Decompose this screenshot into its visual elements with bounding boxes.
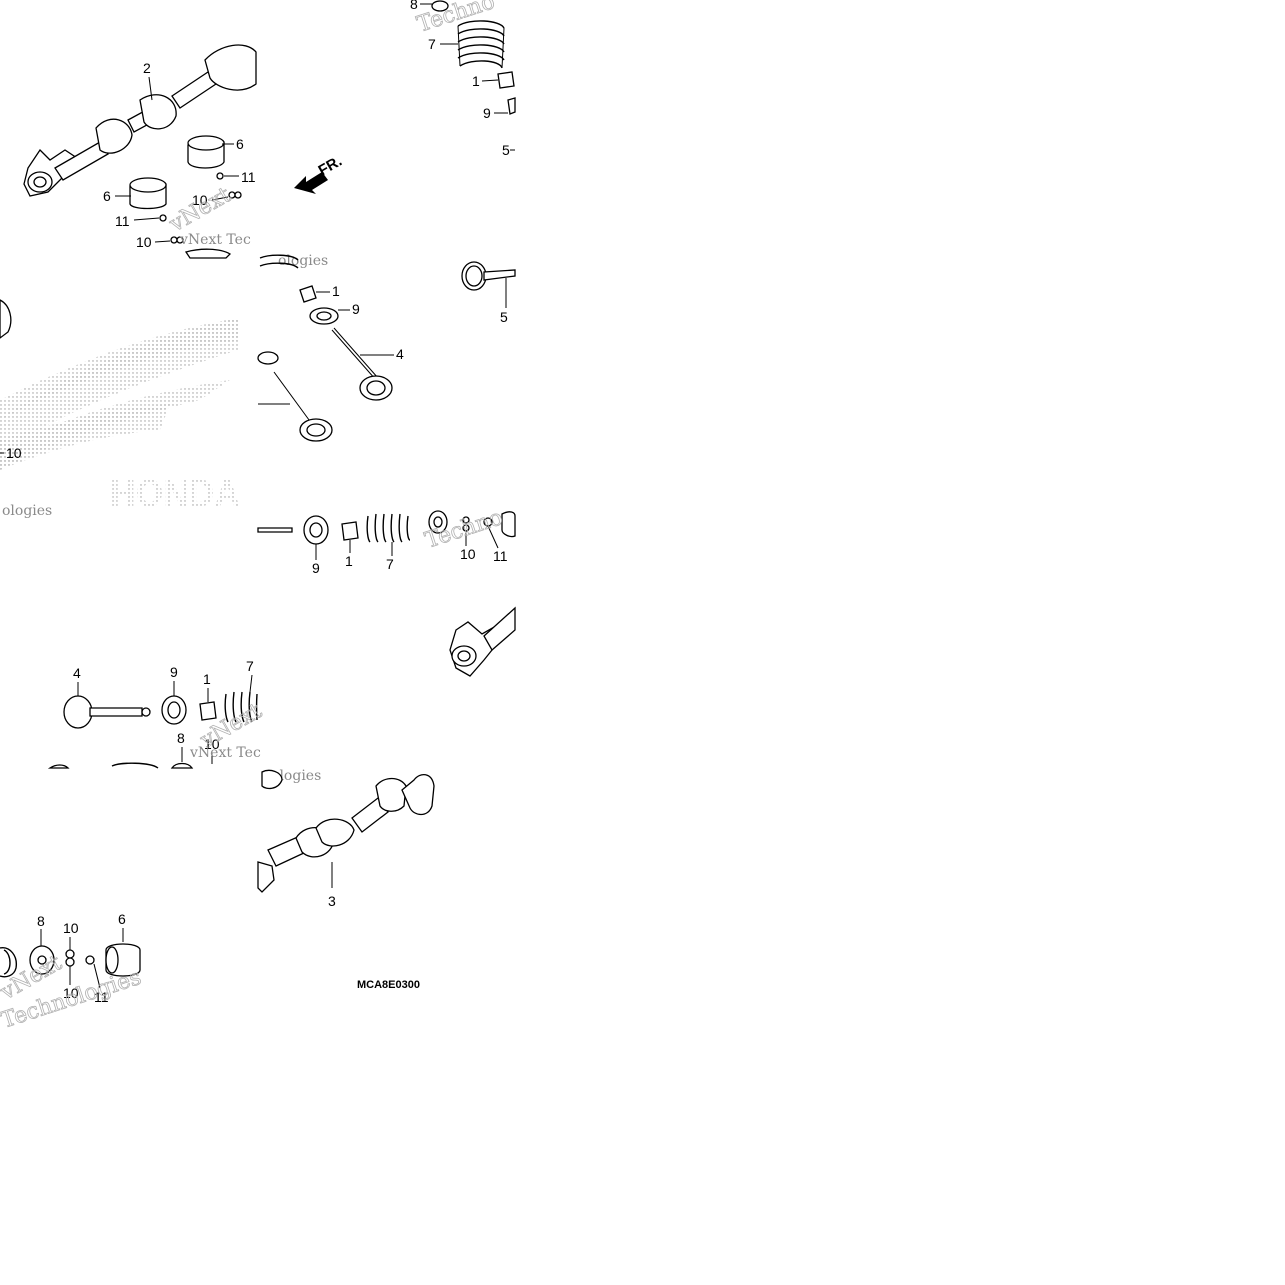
callout-label: 10 — [6, 445, 22, 461]
watermark-text: ologies — [2, 503, 52, 519]
watermark-text: vNext Tec — [189, 745, 261, 761]
callout-label: 4 — [396, 346, 404, 362]
valve-spring — [224, 691, 258, 723]
callout-label: 7 — [246, 658, 254, 674]
callout-label: 9 — [170, 664, 178, 680]
callout-label: 6 — [236, 136, 244, 152]
callout-label: 11 — [241, 169, 256, 185]
callout-label: 10 — [460, 546, 476, 562]
callout-label: 11 — [493, 548, 508, 564]
exhaust-valve — [331, 327, 393, 401]
callout-label: 3 — [328, 893, 336, 909]
callout-label: 1 — [472, 73, 480, 89]
callout-label: 11 — [115, 213, 130, 229]
callout-label: 10 — [63, 985, 79, 1001]
diagram-code: MCA8E0300 — [357, 979, 420, 991]
callout-label: 9 — [483, 105, 491, 121]
intake-valve — [63, 695, 151, 729]
callout-label: 8 — [37, 913, 45, 929]
callout-label: 6 — [103, 188, 111, 204]
callout-label: 2 — [143, 60, 151, 76]
camshaft-exhaust — [257, 774, 435, 893]
watermark-text: vNext Tec — [179, 232, 251, 248]
callout-label: 1 — [203, 671, 211, 687]
watermark-text: Techno — [414, 0, 498, 38]
callout-label: 10 — [63, 920, 79, 936]
tappet — [129, 177, 167, 210]
tappet — [187, 135, 225, 169]
callout-label: 10 — [192, 192, 208, 208]
callout-label: 5 — [502, 142, 510, 158]
callout-label: 7 — [386, 556, 394, 572]
logo-text: HONDA — [110, 473, 240, 515]
valve-spring — [366, 513, 411, 543]
callout-label: 11 — [94, 989, 109, 1005]
valve-spring — [457, 20, 505, 69]
callout-label: 4 — [73, 665, 81, 681]
tappet — [105, 943, 141, 977]
watermark-text: vNext — [165, 182, 236, 237]
honda-wing-logo: HONDA — [0, 318, 240, 515]
exhaust-valve — [273, 371, 333, 442]
callout-label: 9 — [352, 301, 360, 317]
callout-label: 1 — [345, 553, 353, 569]
intake-valve — [461, 261, 516, 291]
callout-label: 10 — [136, 234, 152, 250]
callout-label: 6 — [118, 911, 126, 927]
callout-label: 5 — [500, 309, 508, 325]
front-direction-arrow: FR. — [294, 153, 345, 194]
callout-label: 9 — [312, 560, 320, 576]
callout-label: 10 — [204, 736, 220, 752]
callout-label: 8 — [177, 730, 185, 746]
callout-label: 1 — [332, 283, 340, 299]
callout-label: 8 — [410, 0, 418, 12]
callout-label: 7 — [428, 36, 436, 52]
camshaft-intake — [23, 44, 257, 197]
camshaft-exhaust-end — [449, 606, 516, 677]
